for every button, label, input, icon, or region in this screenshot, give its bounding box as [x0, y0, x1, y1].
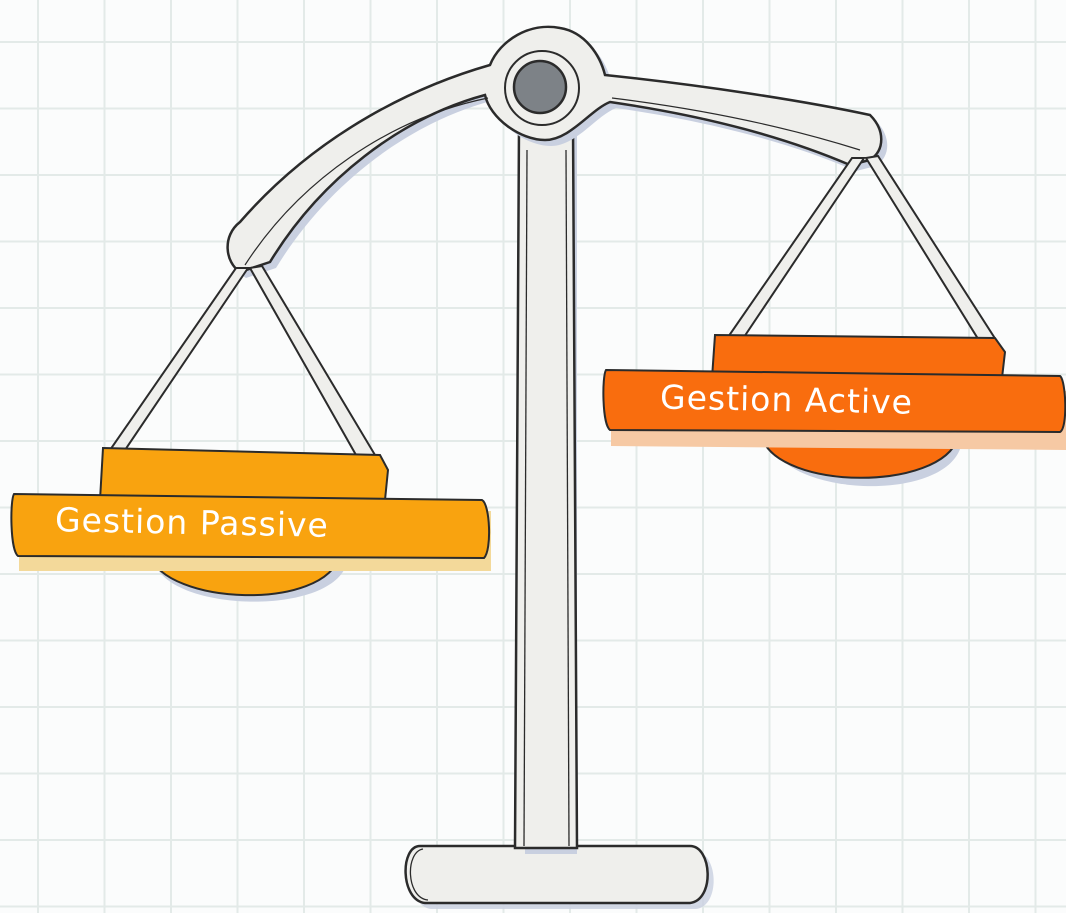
pivot-knob — [505, 51, 579, 125]
scale-base — [406, 846, 714, 909]
scale-pole — [515, 125, 577, 854]
active-label-plate: Gestion Active — [603, 370, 1066, 450]
left-pan-chains — [110, 266, 378, 462]
right-pan-chains — [726, 156, 996, 342]
passive-label-plate: Gestion Passive — [11, 494, 491, 571]
passive-label-text: Gestion Passive — [55, 500, 330, 545]
active-label-text: Gestion Active — [660, 377, 914, 421]
